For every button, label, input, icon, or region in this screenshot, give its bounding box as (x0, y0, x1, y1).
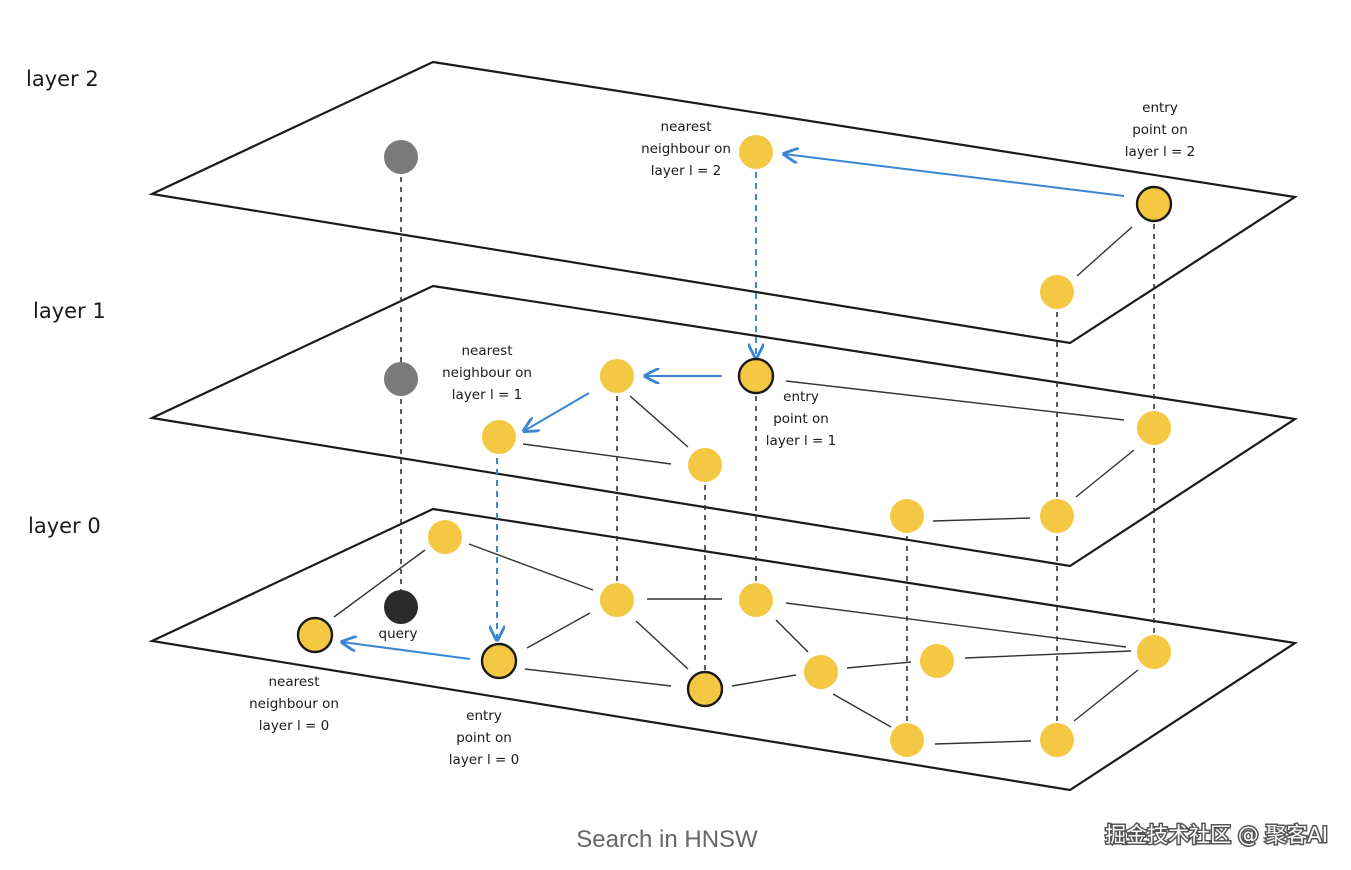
node-layer1 (600, 359, 634, 393)
annotations: nearest neighbour on layer l = 2 entry poin… (249, 100, 1195, 768)
node-layer1 (1137, 411, 1171, 445)
layer-2-plane (148, 60, 1299, 345)
node-layer0 (804, 655, 838, 689)
annotation-line: neighbour on (641, 141, 731, 157)
node-gray-layer2 (384, 140, 418, 174)
edge-l0 (333, 549, 426, 618)
annotation-line: nearest (660, 119, 711, 135)
edge-l0 (964, 650, 1132, 659)
node-gray-layer1 (384, 362, 418, 396)
search-arrow-l0 (342, 642, 471, 660)
diagram-caption: Search in HNSW (576, 826, 758, 853)
search-path (342, 154, 1125, 660)
node-nearest-neighbour-layer2 (739, 135, 773, 169)
node-layer0 (890, 723, 924, 757)
annotation-line: layer l = 1 (766, 433, 836, 449)
edge-l0 (635, 620, 689, 670)
annotation-line: layer l = 2 (651, 163, 721, 179)
vertical-connectors (400, 157, 1155, 740)
edge-l0 (934, 740, 1032, 745)
node-layer1 (688, 448, 722, 482)
layer-2-label: layer 2 (26, 67, 99, 91)
edge-l0 (524, 668, 672, 687)
node-layer0 (1040, 723, 1074, 757)
nodes (296, 135, 1173, 757)
annotation-line: layer l = 0 (449, 752, 519, 768)
annotation-line: nearest (461, 343, 512, 359)
graph-edges (333, 226, 1139, 745)
node-layer2 (1040, 275, 1074, 309)
watermark: 掘金技术社区 @ 聚客AI (1105, 823, 1328, 847)
node-layer0 (920, 644, 954, 678)
search-arrow-l1-b (524, 392, 590, 431)
edge-l1 (522, 443, 672, 465)
annotation-line: point on (456, 730, 512, 746)
node-nearest-neighbour-layer1 (482, 420, 516, 454)
annotation-nearest-neighbour-layer0: nearest neighbour on layer l = 0 (249, 674, 339, 734)
node-query (384, 590, 418, 624)
node-entry-point-layer0 (480, 642, 518, 680)
layer-1-label: layer 1 (33, 299, 106, 323)
edge-l0 (832, 693, 892, 728)
annotation-line: layer l = 0 (259, 718, 329, 734)
edge-l0 (785, 602, 1127, 648)
edge-l0 (846, 661, 912, 669)
annotation-nearest-neighbour-layer2: nearest neighbour on layer l = 2 (641, 119, 731, 179)
annotation-line: entry (466, 708, 502, 724)
annotation-line: layer l = 1 (452, 387, 522, 403)
edge-l1 (785, 380, 1125, 421)
search-arrow-l2 (784, 154, 1125, 197)
annotation-query: query (379, 626, 418, 642)
edge-l0 (731, 674, 797, 687)
node-layer1 (890, 499, 924, 533)
annotation-line: neighbour on (442, 365, 532, 381)
annotation-entry-point-layer1: entry point on layer l = 1 (766, 389, 836, 449)
edge-l2 (1076, 226, 1133, 277)
edge-l0 (468, 543, 594, 591)
layer-0-plane (148, 507, 1299, 792)
layer-0-label: layer 0 (28, 514, 101, 538)
node-layer1 (1040, 499, 1074, 533)
node-layer0 (600, 583, 634, 617)
edge-l1 (629, 395, 689, 448)
annotation-line: layer l = 2 (1125, 144, 1195, 160)
node-layer0 (739, 583, 773, 617)
node-nearest-neighbour-layer0 (296, 616, 334, 654)
node-entry-point-layer2 (1135, 185, 1173, 223)
node-layer0 (686, 670, 724, 708)
edge-l1 (1075, 449, 1135, 498)
node-entry-point-layer1 (737, 357, 775, 395)
node-layer0 (1137, 635, 1171, 669)
annotation-line: entry (1142, 100, 1178, 116)
annotation-entry-point-layer0: entry point on layer l = 0 (449, 708, 519, 768)
annotation-line: point on (1132, 122, 1188, 138)
annotation-line: entry (783, 389, 819, 405)
node-layer0 (428, 520, 462, 554)
edge-l0 (1073, 669, 1139, 722)
edge-l0 (775, 619, 809, 653)
layer-planes (148, 60, 1299, 792)
edge-l0 (526, 612, 591, 649)
edge-l1 (932, 517, 1031, 522)
annotation-entry-point-layer2: entry point on layer l = 2 (1125, 100, 1195, 160)
annotation-line: point on (773, 411, 829, 427)
annotation-line: nearest (268, 674, 319, 690)
annotation-line: neighbour on (249, 696, 339, 712)
annotation-nearest-neighbour-layer1: nearest neighbour on layer l = 1 (442, 343, 532, 403)
layer-1-plane (148, 284, 1299, 568)
